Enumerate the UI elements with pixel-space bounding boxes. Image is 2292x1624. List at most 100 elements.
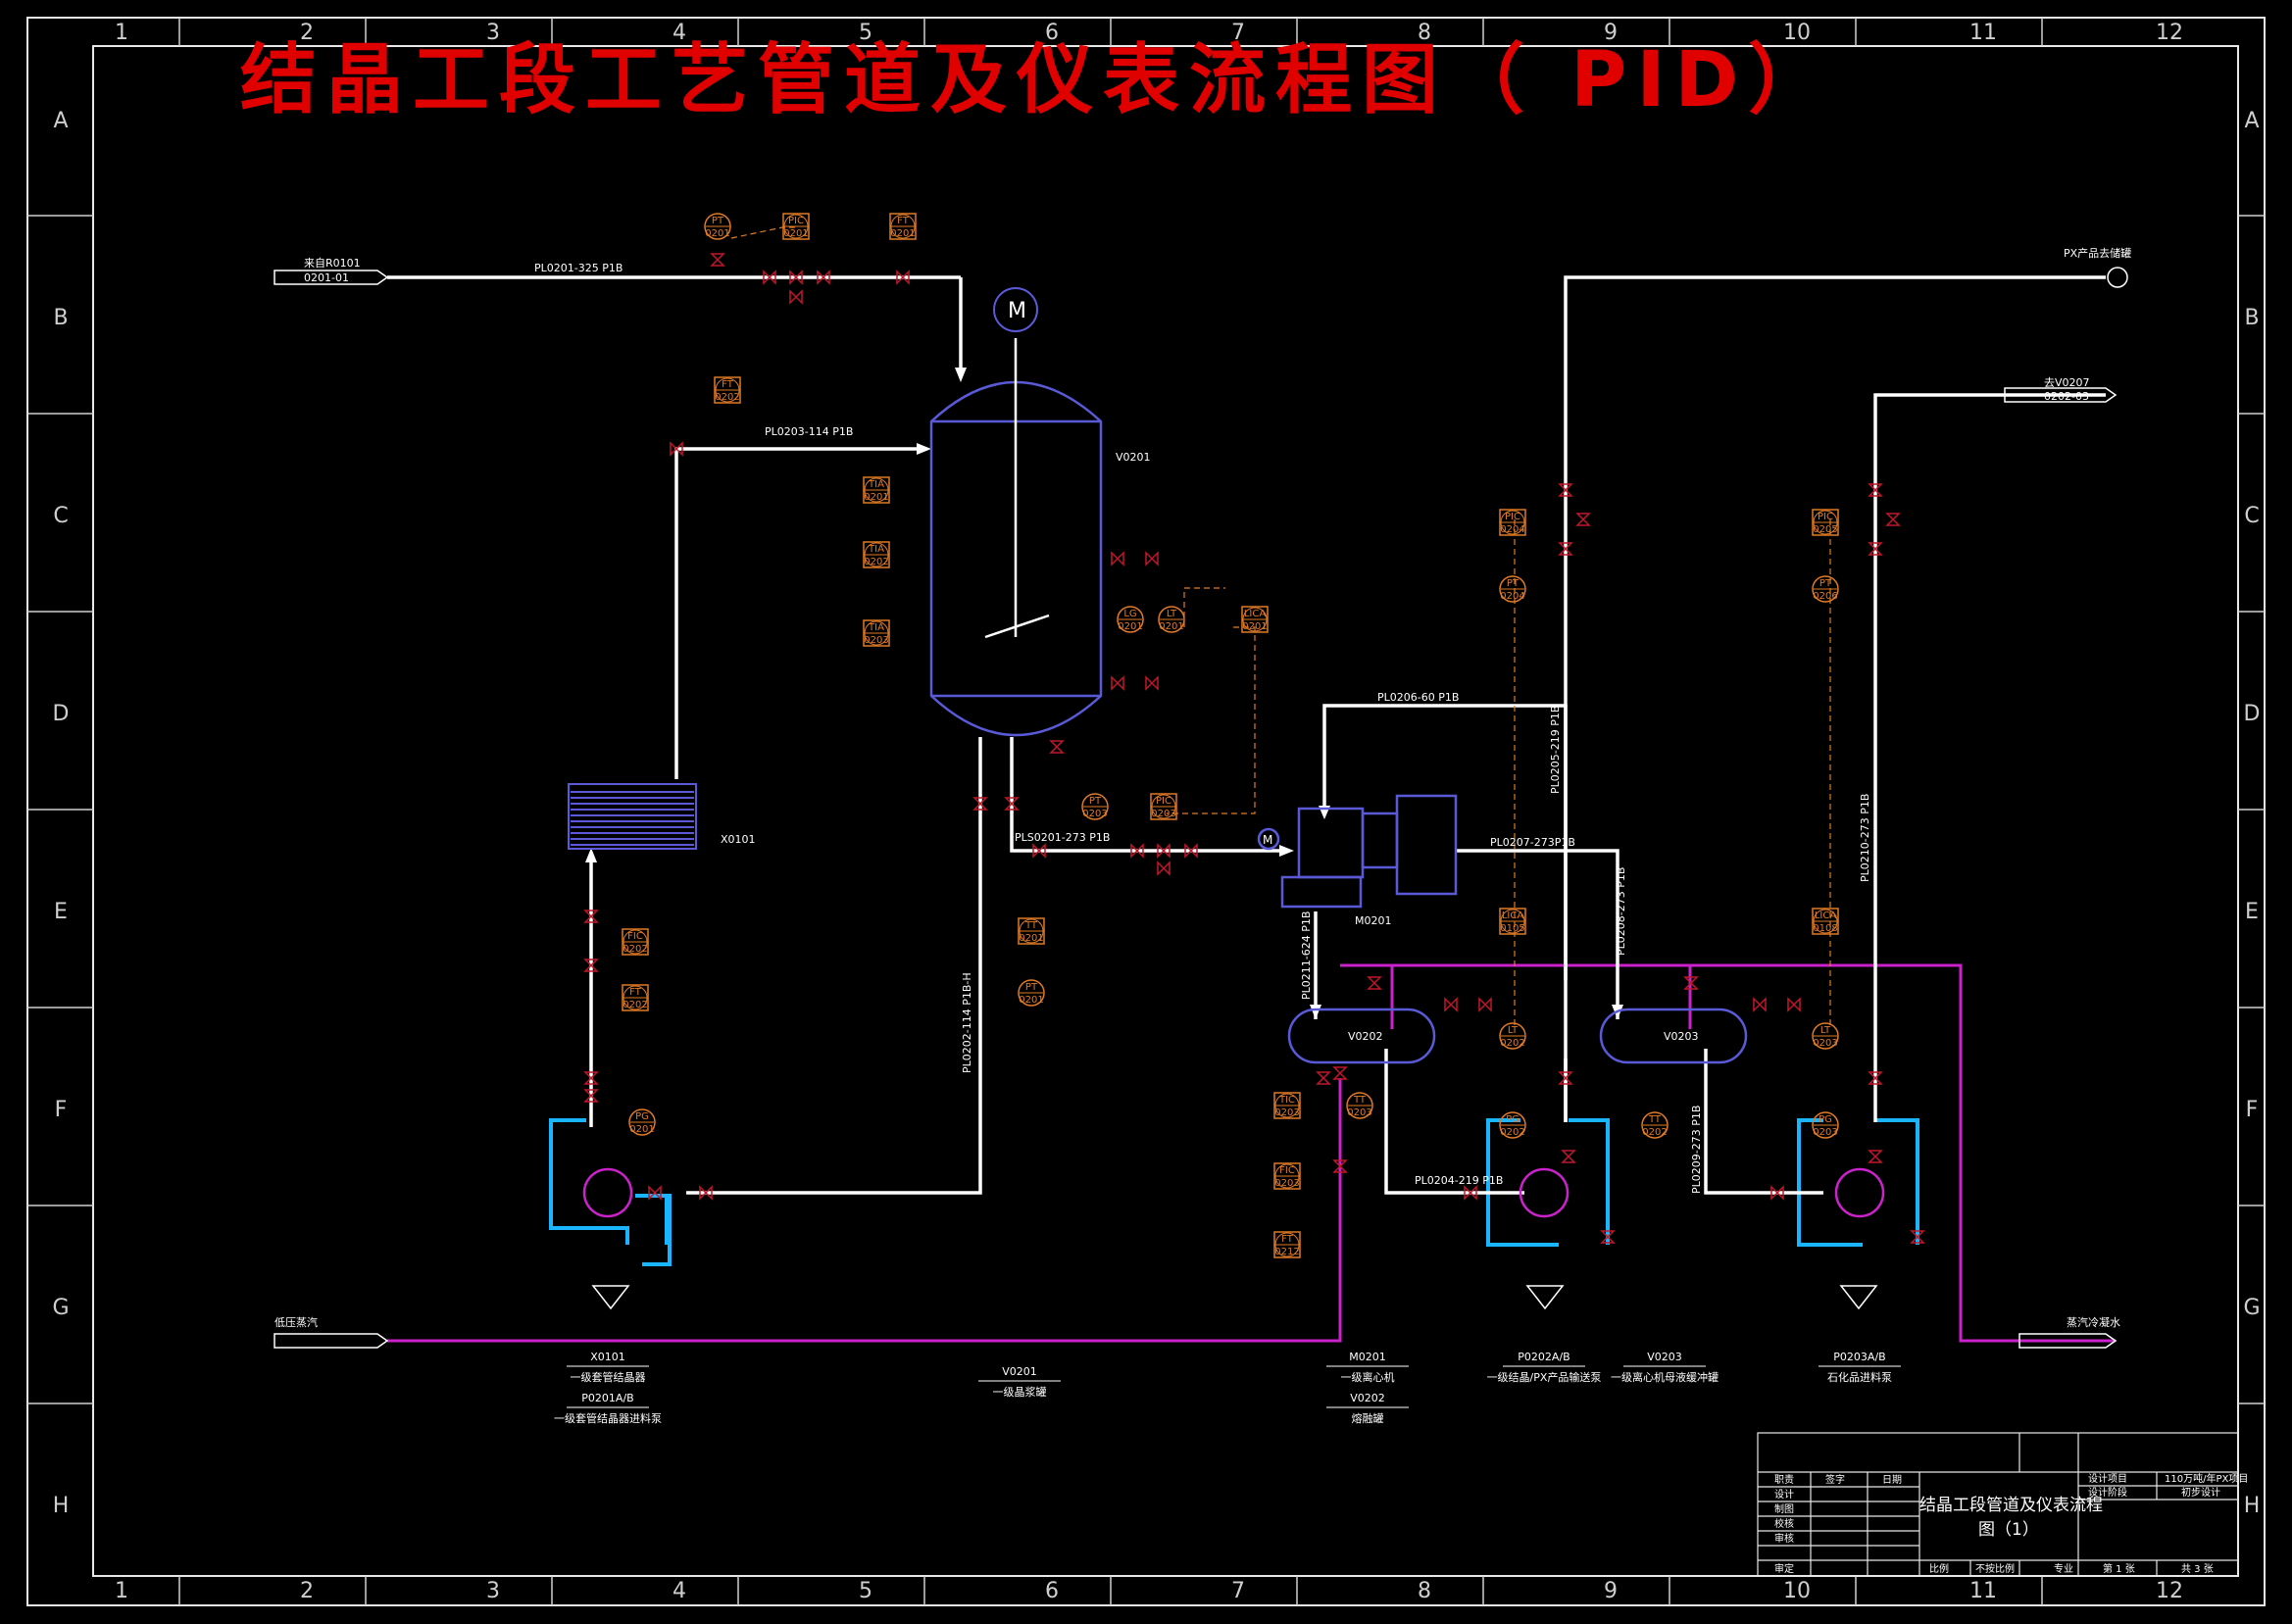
equipment-legend: X0101一级套管结晶器P0201A/B一级套管结晶器进料泵V0201一级晶浆罐… [554, 1351, 1901, 1425]
instrument-function-label: FIC [1279, 1165, 1295, 1176]
instrument-number-label: 0204 [1500, 524, 1524, 535]
instrument-function-label: PT [1507, 578, 1520, 589]
process-lines [387, 275, 2106, 1195]
valve-symbol [1910, 1230, 1925, 1244]
grid-row-label-right-G: G [2243, 1296, 2260, 1320]
instrument-number-label: 0201 [1019, 995, 1043, 1006]
grid-col-label-top-6: 6 [1045, 21, 1059, 45]
tag-x0101: X0101 [721, 833, 756, 846]
legend-name: 熔融罐 [1352, 1411, 1384, 1425]
tb-role-review: 审核 [1774, 1532, 1794, 1545]
tb-stage-label: 设计阶段 [2088, 1486, 2127, 1499]
grid-col-label-bottom-4: 4 [673, 1579, 686, 1603]
from-r0101-label-2: 0201-01 [304, 271, 349, 284]
valve-symbol [1184, 843, 1198, 859]
instrument-function-label: TIA [868, 479, 884, 490]
valve-symbol [699, 1185, 713, 1201]
valve-symbol [1111, 551, 1124, 566]
connector-to-v0207 [2004, 387, 2118, 403]
instrument-number-label: 0206 [1813, 591, 1837, 602]
legend-name: 一级离心机 [1341, 1370, 1395, 1384]
grid-col-label-bottom-9: 9 [1604, 1579, 1618, 1603]
valve-symbol [1464, 1185, 1477, 1201]
instrument-number-label: 0202 [1500, 1038, 1524, 1049]
legend-tag: V0202 [1350, 1392, 1385, 1404]
instrument-function-label: PG [1506, 1114, 1520, 1125]
cooling-water-lines [549, 1118, 1919, 1266]
valve-symbol [1130, 843, 1144, 859]
instrument-function-label: TIA [868, 622, 884, 633]
valve-symbol [1049, 740, 1065, 754]
valve-symbol [972, 797, 988, 811]
tb-project-value: 110万吨/年PX项目 [2165, 1472, 2248, 1485]
instrument-number-label: 0202 [864, 557, 888, 567]
instrument-function-label: LICA [1502, 910, 1524, 921]
instrument-number-label: 0205 [1813, 524, 1837, 535]
instrument-number-label: 0203 [1347, 1107, 1371, 1118]
valve-symbol [1868, 1071, 1883, 1085]
instrument-pic-0201: PIC 0201 [782, 213, 810, 240]
grid-row-label-right-F: F [2246, 1098, 2259, 1122]
valve-symbol [670, 441, 683, 457]
tb-role-check: 校核 [1774, 1517, 1794, 1530]
valve-symbol [1558, 542, 1573, 556]
instrument-function-label: FT [897, 216, 910, 226]
instrument-function-label: LG [1123, 609, 1136, 619]
tb-role-approve: 审定 [1774, 1562, 1794, 1575]
valve-symbol [1868, 1150, 1883, 1163]
instrument-function-label: TIC [1278, 1095, 1295, 1106]
instrument-number-label: 0202 [1642, 1127, 1667, 1138]
instrument-number-label: 0201 [783, 228, 808, 239]
instrument-function-label: PG [1819, 1114, 1832, 1125]
grid-row-label-right-D: D [2244, 702, 2261, 726]
instrument-number-label: 0201 [1019, 933, 1043, 944]
legend-name: 一级晶浆罐 [993, 1385, 1047, 1399]
valve-symbol [789, 270, 803, 285]
line-pl0205: PL0205-219 P1B [1549, 706, 1562, 794]
tb-discipline-label: 专业 [2054, 1562, 2073, 1575]
equipment-tag-labels: V0201 X0101 M0201 V0202 V0203 [721, 451, 1699, 1043]
instrument-function-label: LT [1167, 609, 1177, 619]
valve-symbol [1561, 1150, 1576, 1163]
instrument-function-label: PG [635, 1111, 649, 1122]
tb-drawing-name-2: 图（1） [1978, 1520, 2039, 1540]
tb-role-design: 设计 [1774, 1488, 1794, 1501]
tag-v0201: V0201 [1116, 451, 1151, 464]
grid-col-label-top-7: 7 [1231, 21, 1245, 45]
grid-col-label-bottom-1: 1 [115, 1579, 128, 1603]
valve-symbol [1032, 843, 1046, 859]
line-pl0210: PL0210-273 P1B [1859, 794, 1871, 882]
instrument-number-label: 0202 [623, 1000, 647, 1010]
instrument-function-label: TT [1024, 920, 1038, 931]
instrument-number-label: 0204 [1500, 591, 1524, 602]
instrument-lg-0201: LG 0201 [1117, 606, 1144, 633]
instrument-function-label: TT [1353, 1095, 1367, 1106]
steam-lines [387, 963, 2116, 1343]
title-block-text: 职责 签字 日期 设计 制图 校核 审核 审定 结晶工段管道及仪表流程 图（1）… [1774, 1472, 2248, 1575]
instrument-function-label: PIC [788, 216, 804, 226]
tb-total: 共 3 张 [2181, 1563, 2214, 1575]
instrument-number-label: 0201 [890, 228, 915, 239]
grid-col-label-bottom-7: 7 [1231, 1579, 1245, 1603]
instrument-number-label: 0201 [1118, 621, 1142, 632]
valve-symbol [583, 1071, 599, 1085]
legend-tag: P0203A/B [1833, 1351, 1885, 1363]
tb-scale-label: 比例 [1929, 1562, 1949, 1575]
valve-symbol [1316, 1071, 1331, 1085]
grid-col-label-top-1: 1 [115, 21, 128, 45]
instrument-ft-0201: FT 0201 [889, 213, 917, 240]
pump-p0201 [582, 1167, 633, 1218]
line-pl0204: PL0204-219 P1B [1415, 1174, 1503, 1187]
valve-symbol [1332, 1066, 1348, 1080]
grid-row-label-right-B: B [2244, 306, 2259, 330]
valve-symbol [789, 289, 803, 305]
agitator-motor: M [993, 287, 1038, 332]
